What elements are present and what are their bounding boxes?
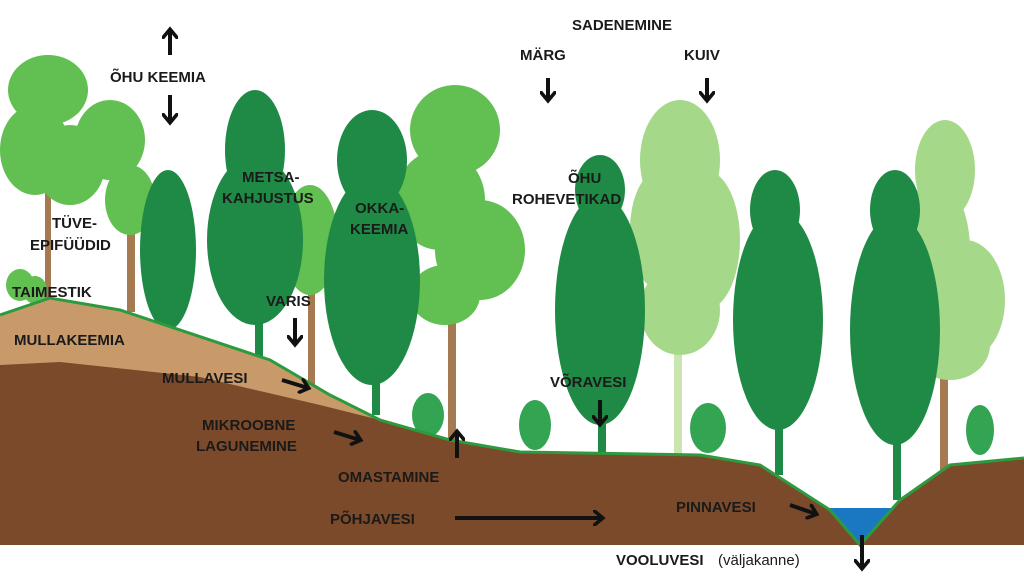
- label-sadenemine: SADENEMINE: [572, 17, 672, 34]
- label-mullavesi: MULLAVESI: [162, 370, 248, 387]
- label-vooluvesi: VOOLUVESI: [616, 552, 704, 569]
- labels: ÕHU KEEMIA SADENEMINE MÄRG KUIV METSA- K…: [12, 17, 800, 569]
- label-taimestik: TAIMESTIK: [12, 284, 92, 301]
- label-kuiv: KUIV: [684, 47, 720, 64]
- label-pinnavesi: PINNAVESI: [676, 499, 756, 516]
- label-ohu-rohevetikad-1: ÕHU: [568, 169, 601, 187]
- shrubs: [412, 393, 994, 455]
- label-metsakahjustus-2: KAHJUSTUS: [222, 190, 314, 207]
- arrow-right-icon: [281, 380, 308, 388]
- arrow-right-icon: [333, 432, 360, 440]
- label-omastamine: OMASTAMINE: [338, 469, 439, 486]
- surface-water: [827, 508, 895, 545]
- trees: [0, 55, 1005, 500]
- label-okkakeemia-1: OKKA-: [355, 200, 404, 217]
- arrow-right-icon: [789, 503, 816, 514]
- label-tuveepifuudid-2: EPIFÜÜDID: [30, 237, 111, 254]
- soil-light: [0, 298, 380, 420]
- label-tuveepifuudid-1: TÜVE-: [52, 215, 97, 232]
- arrows: [170, 30, 862, 568]
- label-mikroobne-2: LAGUNEMINE: [196, 438, 297, 455]
- label-metsakahjustus-1: METSA-: [242, 169, 300, 186]
- ground: [0, 296, 1024, 548]
- label-ohu-rohevetikad-2: ROHEVETIKAD: [512, 191, 621, 208]
- label-ohu-keemia: ÕHU KEEMIA: [110, 68, 206, 86]
- label-mikroobne-1: MIKROOBNE: [202, 417, 295, 434]
- label-okkakeemia-2: KEEMIA: [350, 221, 409, 238]
- label-mullakeemia: MULLAKEEMIA: [14, 332, 125, 349]
- label-pohjavesi: PÕHJAVESI: [330, 510, 415, 528]
- label-marg: MÄRG: [520, 47, 566, 64]
- ground-line: [0, 296, 1024, 548]
- label-voravesi: VÕRAVESI: [550, 373, 626, 391]
- label-valjakanne: (väljakanne): [718, 552, 800, 569]
- label-varis: VARIS: [266, 293, 311, 310]
